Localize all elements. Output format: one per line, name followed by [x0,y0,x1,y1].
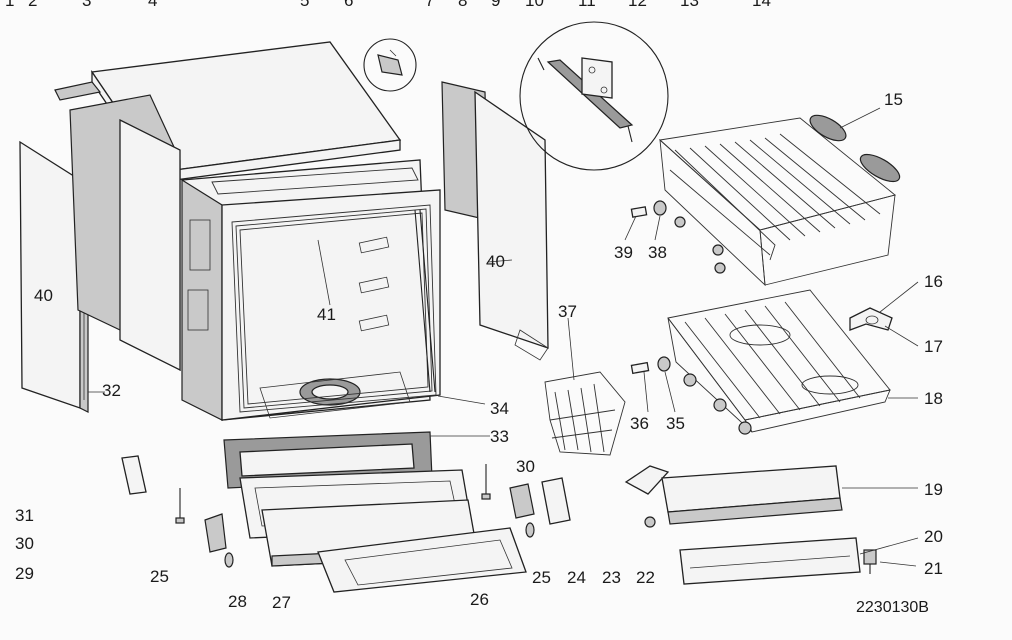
upper-basket [658,114,901,287]
drawing-code: 2230130B [856,599,929,616]
seal-strip [414,209,436,393]
callout-13: 13 [680,0,699,10]
plinth [679,537,861,585]
lower-wheel-axle [630,356,671,375]
callout-23: 23 [602,568,621,587]
small-parts [624,465,670,528]
callout-40-right: 40 [486,252,505,271]
callout-25-left: 25 [150,567,169,586]
callout-29: 29 [15,564,34,583]
detail-circle-clip [363,38,417,92]
callout-10: 10 [525,0,544,10]
callout-1: 1 [5,0,15,10]
callout-8: 8 [458,0,468,10]
callout-38: 38 [648,243,667,262]
callout-17: 17 [924,337,943,356]
door-panel [317,527,527,593]
callout-31: 31 [15,506,34,525]
callout-33: 33 [490,427,509,446]
callout-12: 12 [628,0,647,10]
callout-36: 36 [630,414,649,433]
callout-24: 24 [567,568,586,587]
callout-34: 34 [490,399,509,418]
lower-basket [667,289,891,435]
callout-16: 16 [924,272,943,291]
basket-clip [849,307,893,331]
left-side-panel [19,140,89,413]
callout-40-left: 40 [34,286,53,305]
callout-18: 18 [924,389,943,408]
callout-30-left: 30 [15,534,34,553]
leader-lines [88,107,919,567]
callout-4: 4 [148,0,158,10]
callout-3: 3 [82,0,92,10]
callout-30-right: 30 [516,457,535,476]
callout-28: 28 [228,592,247,611]
callout-37: 37 [558,302,577,321]
kickplate [661,465,843,525]
callout-26: 26 [470,590,489,609]
callout-20: 20 [924,527,943,546]
callout-21: 21 [924,559,943,578]
callout-19: 19 [924,480,943,499]
callout-11: 11 [578,0,596,10]
callout-22: 22 [636,568,655,587]
callout-14: 14 [752,0,771,10]
callout-6: 6 [344,0,354,10]
plinth-clip [863,549,877,574]
callout-7: 7 [425,0,435,10]
callout-15: 15 [884,90,903,109]
callout-35: 35 [666,414,685,433]
door-seal [211,167,437,413]
left-insulation [69,94,181,372]
tub-cabinet [181,159,441,421]
callout-41: 41 [317,305,336,324]
upper-wheel-axle [630,200,667,218]
right-side-panel [441,81,549,361]
cutlery-basket [544,371,626,456]
callout-32: 32 [102,381,121,400]
callout-5: 5 [300,0,310,10]
callout-25-right: 25 [532,568,551,587]
callout-2: 2 [28,0,38,10]
callout-9: 9 [491,0,501,10]
callout-39: 39 [614,243,633,262]
callout-27: 27 [272,593,291,612]
detail-circle-rail [519,21,669,171]
hinge-parts [121,455,571,568]
